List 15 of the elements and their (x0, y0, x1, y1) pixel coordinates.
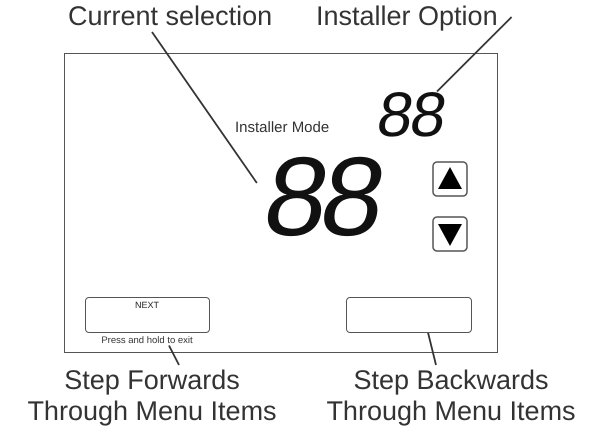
next-button: NEXT (84, 296, 210, 332)
callout-label: Step Backwards Through Menu Items (320, 365, 582, 427)
callout-label: Step Forwards Through Menu Items (21, 365, 283, 427)
display-panel (64, 53, 498, 353)
leader-line (436, 16, 512, 92)
leader-line (427, 332, 437, 366)
leader-line (151, 31, 258, 184)
hint-text: Press and hold to exit (101, 334, 193, 346)
mode-label: Installer Mode (235, 119, 330, 136)
blank-button (346, 296, 472, 332)
segment-digits: 88 (372, 92, 450, 139)
leader-line (168, 345, 180, 366)
segment-digits: 88 (256, 154, 387, 238)
callout-label: Current selection (68, 1, 272, 32)
callout-label: Installer Option (316, 1, 512, 32)
